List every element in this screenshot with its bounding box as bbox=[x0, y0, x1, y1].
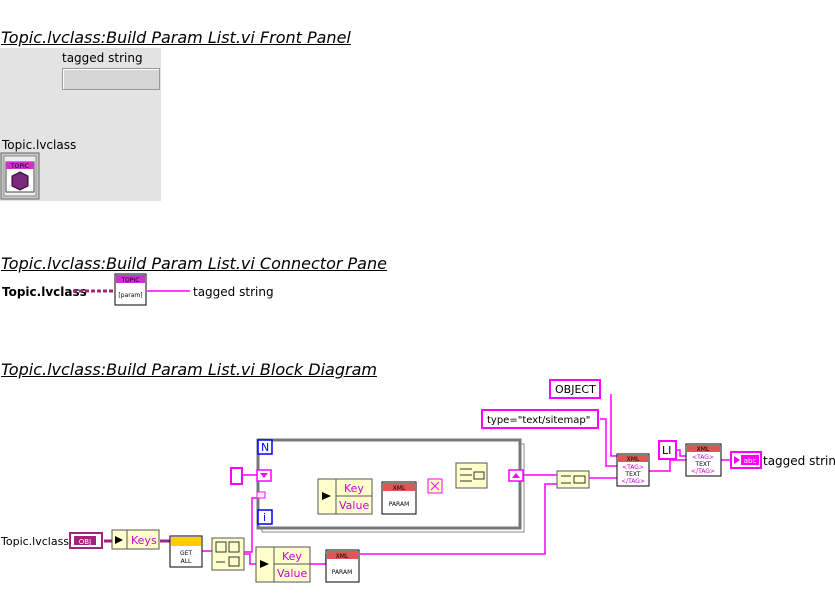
value-text-2: Value bbox=[277, 567, 307, 580]
param-text-2: PARAM bbox=[332, 569, 353, 576]
xml-text-4: XML bbox=[697, 446, 710, 453]
loop-iteration-terminal[interactable] bbox=[257, 509, 273, 525]
xml-text-1: XML bbox=[393, 485, 406, 492]
li-constant-text: LI bbox=[662, 444, 671, 457]
connector-output-label: tagged string bbox=[193, 285, 274, 299]
tag-open-text-1: <TAG> bbox=[622, 464, 644, 471]
param-text-1: PARAM bbox=[389, 501, 410, 508]
topic-class-label: Topic.lvclass bbox=[2, 138, 77, 152]
loop-count-text: N bbox=[261, 441, 269, 454]
vi-icon-header: TOPIC bbox=[121, 277, 140, 284]
replace-node[interactable] bbox=[427, 478, 443, 494]
object-constant[interactable] bbox=[549, 379, 601, 399]
vi-icon-text: [param] bbox=[118, 292, 142, 299]
loop-count-terminal[interactable] bbox=[257, 439, 273, 455]
empty-string-constant[interactable] bbox=[230, 467, 243, 485]
get-all-node[interactable]: GET ALL bbox=[169, 535, 203, 568]
connector-pane-title: Topic.lvclass:Build Param List.vi Connec… bbox=[1, 254, 387, 273]
li-constant[interactable] bbox=[658, 440, 677, 460]
xml-text-3: XML bbox=[627, 456, 640, 463]
obj-terminal-text: OBJ bbox=[79, 538, 91, 546]
block-input-label: Topic.lvclass bbox=[1, 535, 70, 548]
key-value-node-1[interactable]: Key Value bbox=[317, 478, 373, 515]
connector-pane-diagram: TOPIC [param] bbox=[73, 273, 190, 306]
get-text: GET bbox=[180, 550, 192, 557]
value-text-1: Value bbox=[339, 499, 369, 512]
tag-close-text-2: </TAG> bbox=[691, 468, 715, 475]
class-icon-text: TOPIC bbox=[10, 163, 29, 170]
abc-text: abc bbox=[744, 457, 757, 465]
xml-tag-node-1[interactable]: XML <TAG> TEXT </TAG> bbox=[616, 453, 650, 487]
xml-text-2: XML bbox=[336, 553, 349, 560]
keys-node[interactable]: Keys bbox=[111, 529, 160, 550]
front-panel-title: Topic.lvclass:Build Param List.vi Front … bbox=[1, 28, 351, 47]
connector-input-label: Topic.lvclass bbox=[2, 285, 87, 299]
cube-icon bbox=[11, 171, 29, 191]
keys-text: Keys bbox=[131, 534, 157, 547]
topic-class-control[interactable]: TOPIC bbox=[0, 152, 42, 202]
key-text-2: Key bbox=[282, 550, 302, 563]
tagged-string-indicator[interactable] bbox=[62, 68, 160, 90]
block-output-label: tagged string bbox=[763, 454, 835, 468]
index-tunnel bbox=[256, 491, 266, 499]
tagged-string-label: tagged string bbox=[62, 51, 143, 65]
type-constant[interactable] bbox=[481, 409, 599, 429]
block-diagram: OBJECT type="text/sitemap" LI N i OBJ Ke… bbox=[69, 379, 762, 583]
key-value-node-2[interactable]: Key Value bbox=[255, 546, 311, 583]
tagged-string-terminal[interactable]: abc bbox=[730, 451, 762, 469]
loop-iteration-text: i bbox=[263, 511, 266, 524]
concatenate-node-1[interactable] bbox=[455, 462, 488, 489]
all-text: ALL bbox=[181, 558, 192, 565]
xml-param-node-2[interactable]: XML PARAM bbox=[325, 549, 360, 583]
xml-param-node-1[interactable]: XML PARAM bbox=[381, 481, 417, 515]
concatenate-node-2[interactable] bbox=[556, 470, 590, 489]
tag-text-2: TEXT bbox=[694, 461, 710, 468]
tag-text-1: TEXT bbox=[624, 471, 640, 478]
tag-close-text-1: </TAG> bbox=[621, 478, 645, 485]
xml-tag-node-2[interactable]: XML <TAG> TEXT </TAG> bbox=[685, 443, 722, 477]
key-text-1: Key bbox=[344, 482, 364, 495]
tag-open-text-2: <TAG> bbox=[692, 454, 714, 461]
object-constant-text: OBJECT bbox=[555, 383, 596, 396]
type-constant-text: type="text/sitemap" bbox=[487, 415, 590, 426]
block-diagram-title: Topic.lvclass:Build Param List.vi Block … bbox=[1, 360, 377, 379]
build-array-node[interactable] bbox=[211, 537, 245, 571]
